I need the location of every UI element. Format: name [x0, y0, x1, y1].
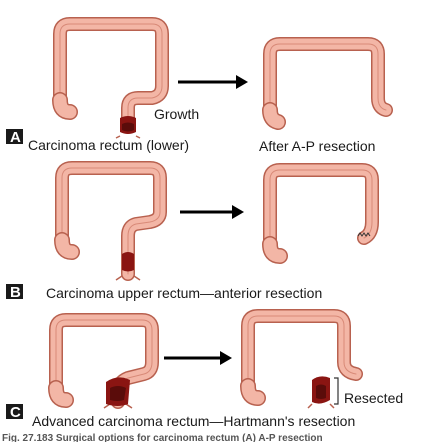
figure-caption: Fig. 27.183 Surgical options for carcino…	[2, 433, 323, 442]
colon-diagram-b-after	[262, 163, 379, 264]
svg-text:B: B	[10, 284, 21, 301]
panel-letter-a: A	[6, 129, 23, 146]
panel-a-result-label: After A-P resection	[259, 138, 375, 154]
arrow-c	[164, 351, 232, 365]
panel-c: Resected C Advanced carcinoma rectum—Har…	[6, 309, 403, 429]
resected-label: Resected	[344, 390, 403, 406]
svg-text:A: A	[10, 129, 21, 146]
growth-label: Growth	[154, 106, 199, 122]
colon-diagram-c-after	[240, 309, 363, 409]
colon-diagram-c-before	[48, 313, 159, 409]
panel-a: Growth A Carcinoma rectum (lower) After …	[6, 17, 393, 154]
panel-b-label: Carcinoma upper rectum—anterior resectio…	[46, 285, 322, 301]
svg-text:C: C	[10, 404, 21, 421]
arrow-a	[178, 75, 248, 89]
panel-c-label: Advanced carcinoma rectum—Hartmann's res…	[32, 413, 355, 429]
panel-b: B Carcinoma upper rectum—anterior resect…	[6, 161, 379, 301]
panel-letter-c: C	[6, 404, 23, 421]
panel-letter-b: B	[6, 284, 23, 301]
figure-caption-strip: Fig. 27.183 Surgical options for carcino…	[0, 432, 443, 442]
colon-diagram-a-before	[52, 17, 169, 139]
colon-diagram-a-after	[262, 37, 393, 130]
panel-a-label: Carcinoma rectum (lower)	[28, 137, 189, 153]
colon-diagram-b-before	[54, 161, 167, 281]
arrow-b	[180, 205, 244, 219]
